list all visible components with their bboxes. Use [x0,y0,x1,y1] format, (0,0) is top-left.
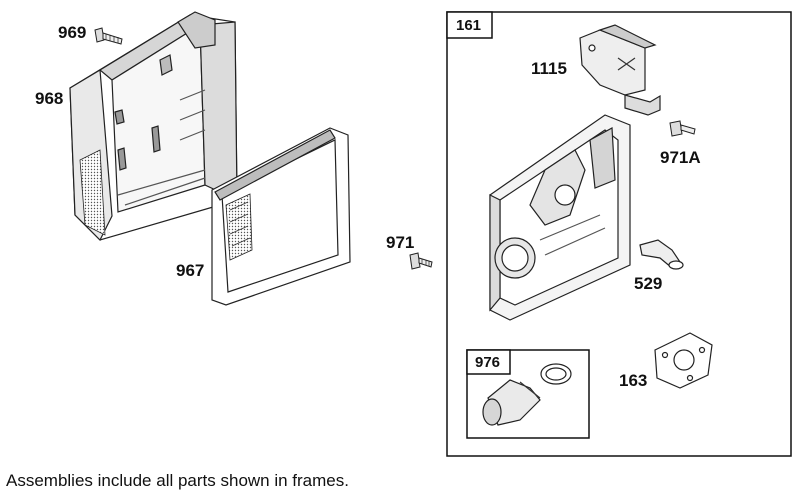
label-971: 971 [386,233,415,252]
frame-976-tag [466,349,511,375]
part-161-backplate [489,114,631,321]
part-976-primer-bulb [482,379,541,426]
frame-161-border [446,11,792,457]
label-969: 969 [58,23,87,42]
part-1115-bracket [579,24,661,116]
part-529-elbow [639,239,684,270]
label-971a: 971A [660,148,701,167]
part-971-screw [409,252,433,270]
label-529: 529 [634,274,663,293]
frame-label-976: 976 [475,354,501,371]
part-163-gasket [654,332,713,389]
part-971a-screw [669,120,696,137]
frame-161-tag [446,11,493,39]
part-969-screw [94,27,123,45]
label-1115: 1115 [531,59,567,78]
label-163: 163 [619,371,648,390]
part-976-clamp [540,363,572,385]
assembly-footnote: Assemblies include all parts shown in fr… [6,471,349,490]
frame-label-161: 161 [456,17,482,34]
part-968-housing [69,11,238,242]
part-967-filter [211,127,351,306]
frame-976-border [466,349,590,439]
label-967: 967 [176,261,205,280]
label-968: 968 [35,89,64,108]
